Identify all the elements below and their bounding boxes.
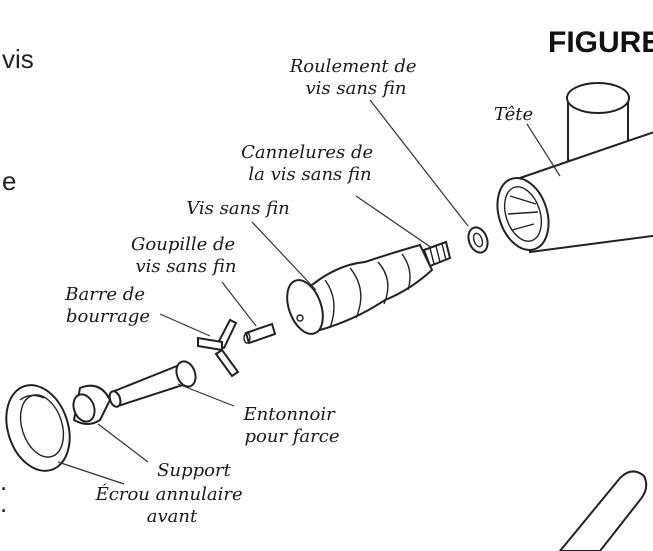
margin-text-fragment-bottom-1: .: [0, 466, 7, 496]
margin-text-fragment-mid: e: [2, 166, 16, 196]
label-vis-sans-fin: Vis sans fin: [186, 198, 290, 219]
label-roulement: Roulement de vis sans fin: [289, 56, 423, 99]
label-cannelures: Cannelures de la vis sans fin: [241, 142, 379, 185]
leader-line-entonnoir: [177, 383, 235, 407]
label-ecrou: Écrou annulaire avant: [95, 482, 249, 527]
leader-line-goupille: [221, 281, 257, 327]
roulement-bearing-part: [467, 226, 489, 254]
label-barre: Barre de bourrage: [64, 284, 150, 327]
label-support: Support: [157, 460, 231, 481]
leader-line-ecrou: [57, 461, 125, 485]
margin-text-fragment-bottom-2: .: [0, 488, 7, 518]
vis-sans-fin-auger-part: [286, 240, 452, 335]
support-part: [72, 384, 112, 425]
label-entonnoir: Entonnoir pour farce: [243, 404, 341, 447]
tete-head-part: [496, 82, 653, 254]
leader-line-cannelures: [355, 195, 433, 249]
label-tete: Tête: [494, 104, 533, 125]
leader-line-tete: [526, 123, 561, 177]
entonnoir-funnel-part: [108, 360, 197, 408]
goupille-pin-part: [243, 322, 277, 345]
leader-line-support: [97, 423, 149, 463]
ecrou-ring-nut-part: [5, 384, 71, 472]
leader-line-roulement: [369, 99, 469, 227]
label-goupille: Goupille de vis sans fin: [131, 234, 241, 277]
partial-accessory-part: [558, 470, 648, 551]
leader-line-barre: [159, 313, 211, 337]
barre-bourrage-part: [197, 318, 240, 378]
leader-line-vis-sans-fin: [251, 221, 317, 291]
margin-text-fragment-top: vis: [2, 44, 34, 74]
figure-title: FIGURE 6: [548, 26, 653, 59]
